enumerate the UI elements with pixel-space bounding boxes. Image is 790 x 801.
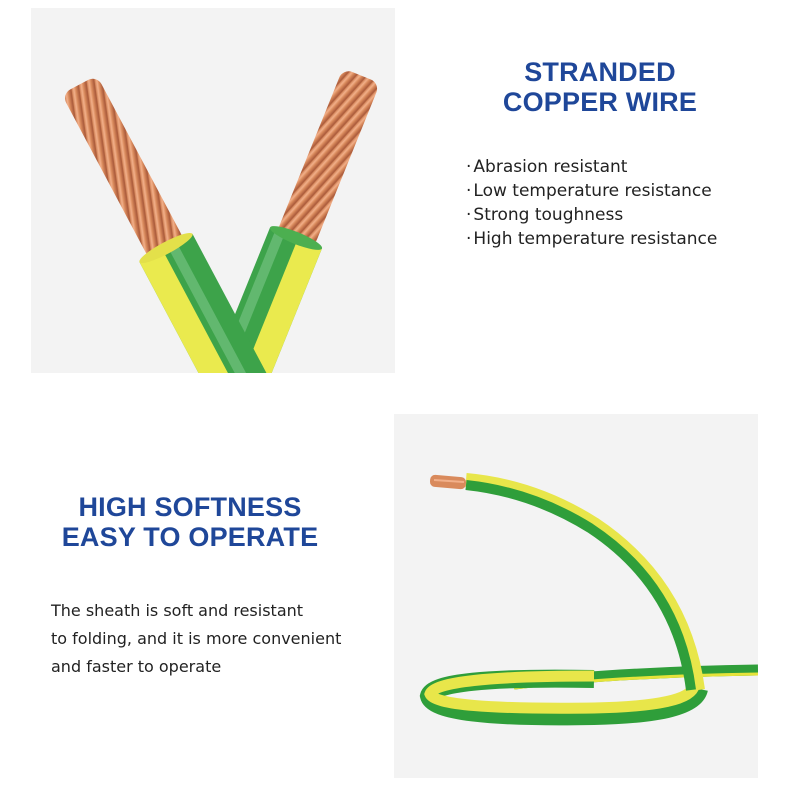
feature-list: ·Abrasion resistant ·Low temperature res… xyxy=(466,155,717,251)
stranded-wire-image xyxy=(31,8,395,373)
feature-item: ·Strong toughness xyxy=(466,205,624,225)
description-line: and faster to operate xyxy=(51,657,222,676)
feature-item: ·High temperature resistance xyxy=(466,229,718,249)
heading-line-1: STRANDED xyxy=(524,57,676,87)
flexible-wire-image xyxy=(394,414,758,778)
heading-line-2: EASY TO OPERATE xyxy=(61,522,319,552)
feature-item: ·Abrasion resistant xyxy=(466,157,628,177)
feature-item: ·Low temperature resistance xyxy=(466,181,712,201)
crossed-wires-illustration xyxy=(65,71,378,373)
bullet-icon: · xyxy=(466,229,472,249)
bullet-icon: · xyxy=(466,157,472,177)
description-line: to folding, and it is more convenient xyxy=(51,629,342,648)
bullet-icon: · xyxy=(466,205,472,225)
high-softness-heading: HIGH SOFTNESS EASY TO OPERATE xyxy=(30,492,350,552)
description-line: The sheath is soft and resistant xyxy=(51,601,304,620)
heading-line-2: COPPER WIRE xyxy=(502,87,698,117)
bullet-icon: · xyxy=(466,181,472,201)
softness-description: The sheath is soft and resistant to fold… xyxy=(51,597,381,681)
heading-line-1: HIGH SOFTNESS xyxy=(78,492,302,522)
stranded-copper-wire-heading: STRANDED COPPER WIRE xyxy=(460,57,740,117)
coiled-wire-illustration xyxy=(419,473,758,726)
